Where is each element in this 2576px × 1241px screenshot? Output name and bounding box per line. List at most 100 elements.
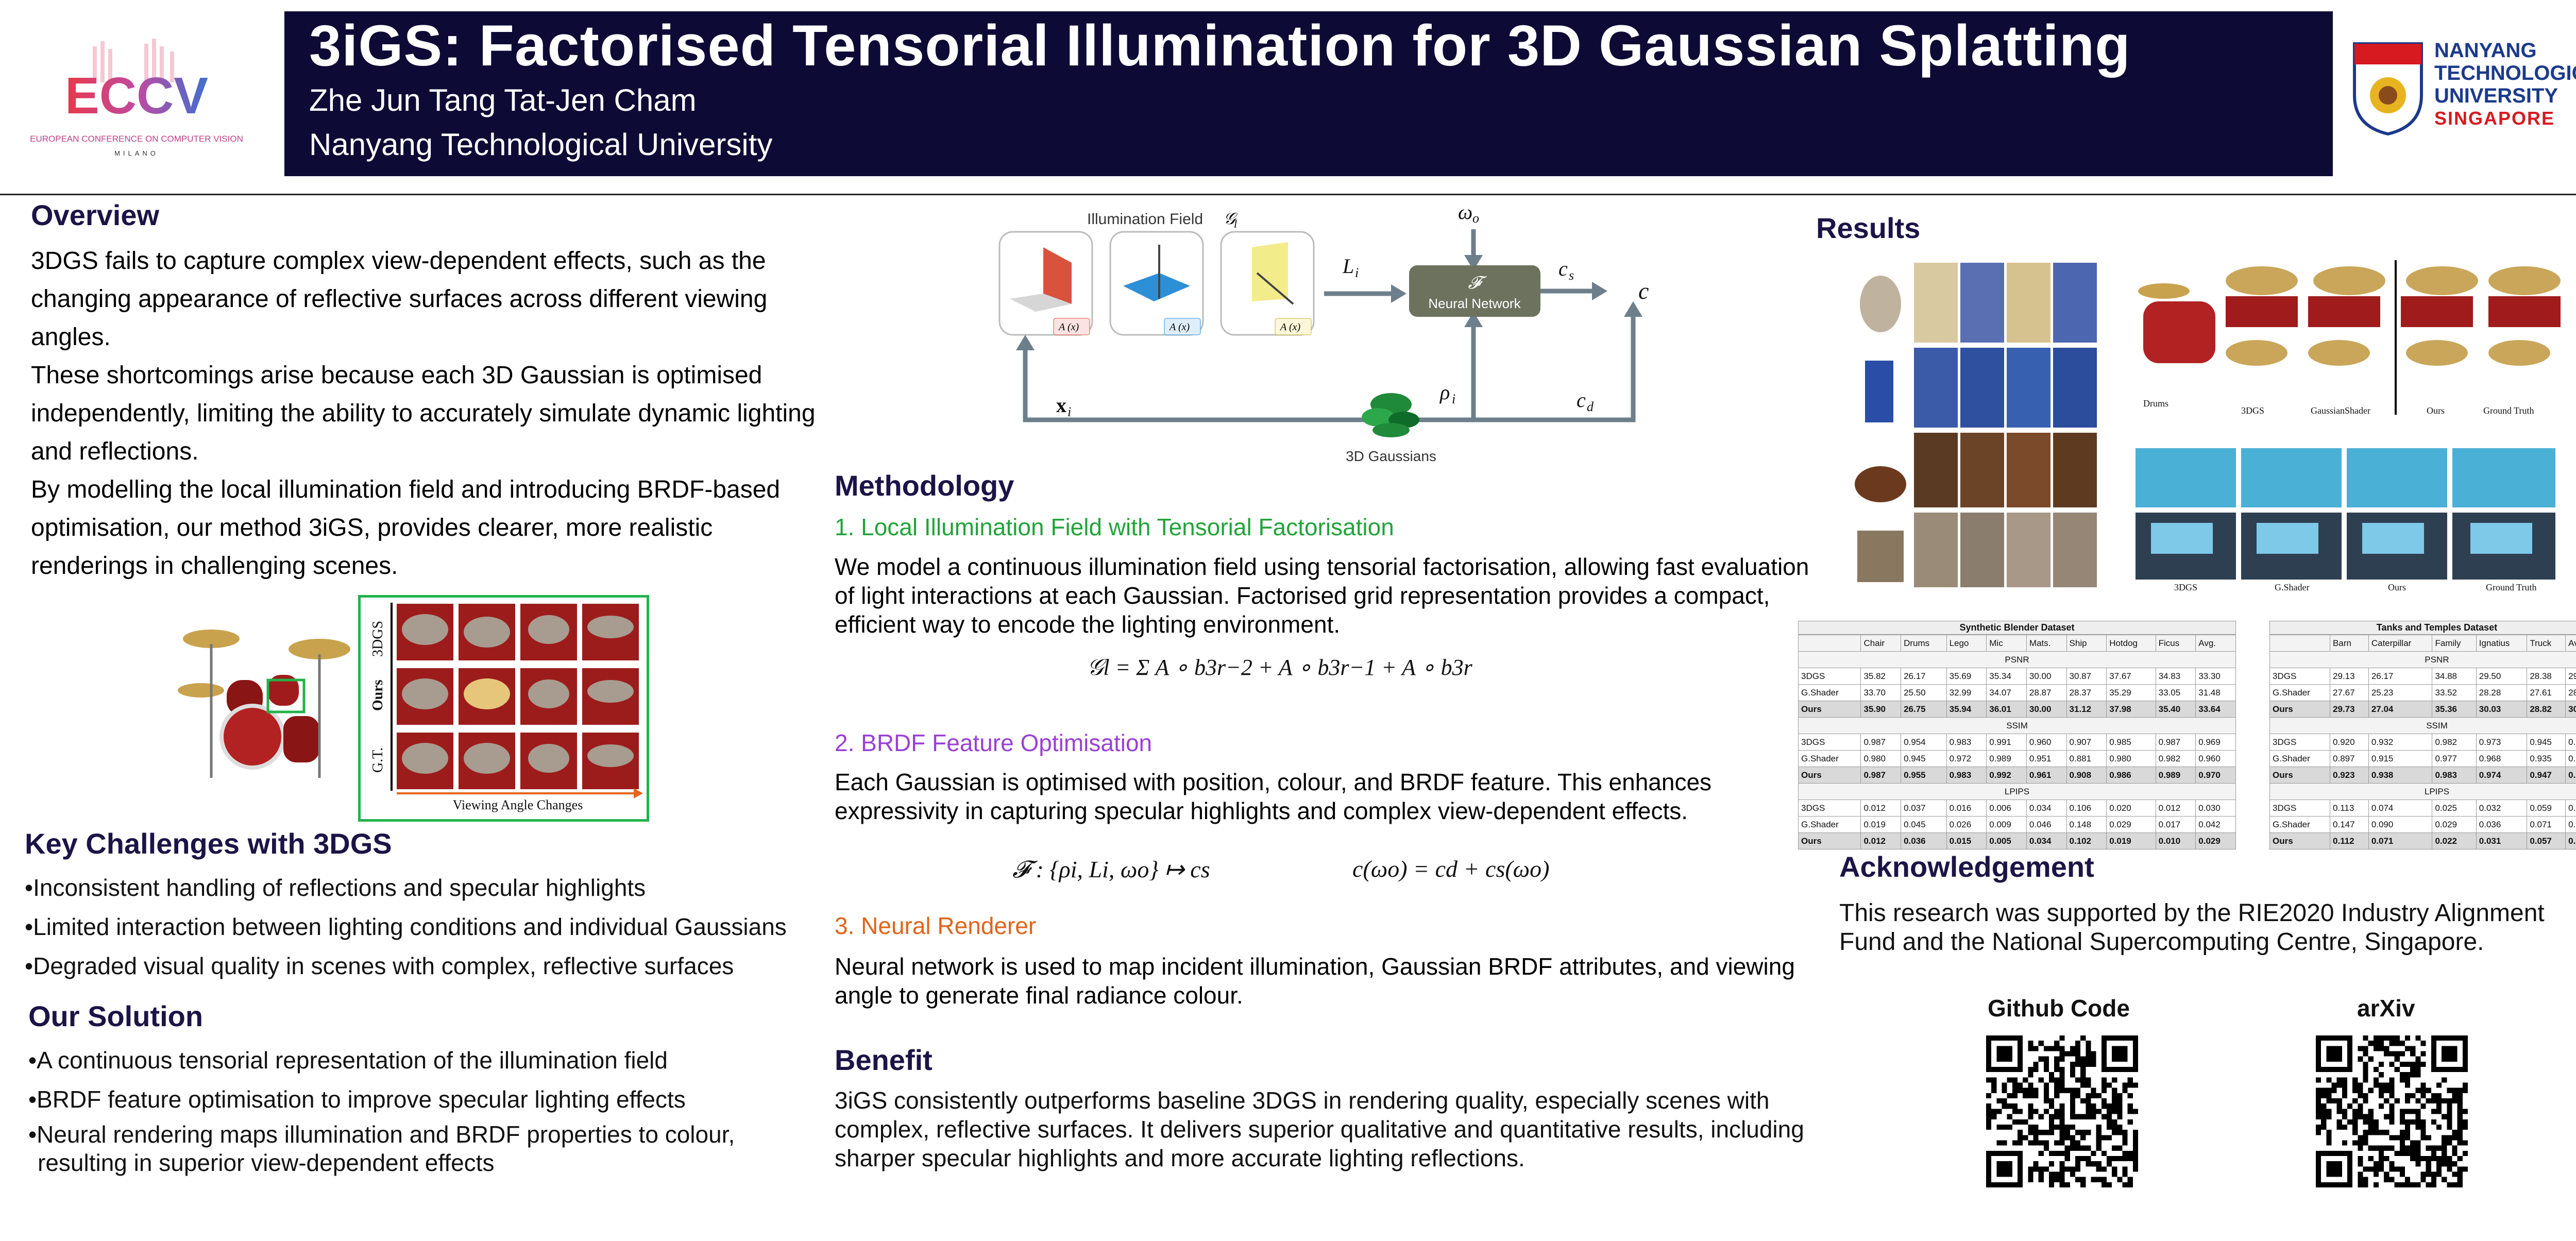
cd-sub: d <box>1587 399 1594 414</box>
challenge-item: •Limited interaction between lighting co… <box>25 913 787 940</box>
table-cell: Ours <box>2269 701 2331 718</box>
cs-sub: s <box>1569 268 1574 283</box>
affiliation: Nanyang Technological University <box>309 127 773 162</box>
overview-paragraph-2: These shortcomings arise because each 3D… <box>31 362 816 465</box>
table-cell: 0.030 <box>2195 800 2236 817</box>
row-label-ours: Ours <box>370 679 386 711</box>
table-cell: 0.989 <box>2155 767 2196 784</box>
table-column-header <box>1798 635 1861 652</box>
xi-sub: i <box>1067 404 1071 419</box>
table-cell: 32.99 <box>1946 684 1987 701</box>
table-cell: 0.972 <box>1946 750 1987 767</box>
table-cell: 0.938 <box>2368 767 2433 784</box>
cd-label: c <box>1577 388 1586 412</box>
table-cell: 0.945 <box>1901 750 1947 767</box>
table-cell: 0.060 <box>2565 800 2576 817</box>
table-cell: 0.071 <box>2527 816 2566 833</box>
row-label-ours-box: Ours <box>361 670 392 721</box>
table-cell: 0.915 <box>2368 750 2433 767</box>
method-sub-3: 3. Neural Renderer <box>835 912 1037 939</box>
table-cell: 35.29 <box>2106 684 2156 701</box>
arxiv-qr-code[interactable] <box>2316 1035 2468 1187</box>
table-cell: 0.057 <box>2527 832 2566 849</box>
method-paragraph-3: Neural network is used to map incident i… <box>835 953 1795 1009</box>
table-section-row: LPIPS <box>2269 783 2576 800</box>
table-cell: 35.90 <box>1860 701 1902 718</box>
table-cell: 0.977 <box>2432 750 2477 767</box>
solution-item-continued: resulting in superior view-dependent eff… <box>38 1149 495 1176</box>
table-cell: 25.23 <box>2368 684 2433 701</box>
table-cell: 0.032 <box>2476 800 2528 817</box>
table-cell: 3DGS <box>1798 734 1861 751</box>
drums-comparison-image <box>2138 260 2561 415</box>
arrow-head-icon <box>634 788 643 798</box>
table-cell: 37.67 <box>2106 668 2156 685</box>
table-cell: 33.64 <box>2195 701 2236 718</box>
table-cell: 34.88 <box>2432 668 2477 685</box>
table-cell: 0.031 <box>2476 832 2528 849</box>
table-cell: 28.37 <box>2066 684 2107 701</box>
drums-col-ours: Ours <box>2427 405 2445 416</box>
table-column-header: Lego <box>1946 635 1987 652</box>
table-cell: 27.61 <box>2527 684 2566 701</box>
challenge-item: •Inconsistent handling of reflections an… <box>25 874 646 901</box>
table-cell: 0.012 <box>1860 800 1902 817</box>
table-cell: 0.029 <box>2195 832 2236 849</box>
eccv-logo-graphic: ECCV <box>65 39 208 125</box>
table-cell: 0.982 <box>2155 750 2196 767</box>
xi-label: x <box>1056 394 1066 417</box>
comparison-thumbnail-grid <box>397 604 639 794</box>
equation-colour: c(ωo) = cd + cs(ωo) <box>1352 856 1550 882</box>
solution-item: •Neural rendering maps illumination and … <box>28 1121 735 1148</box>
table-cell: 0.042 <box>2195 816 2236 833</box>
table-cell: 0.954 <box>1901 734 1947 751</box>
c-output-label: c <box>1638 278 1649 304</box>
table-cell: 35.34 <box>1986 668 2027 685</box>
table-cell: G.Shader <box>1798 816 1861 833</box>
table-cell: 3DGS <box>2269 800 2331 817</box>
table-cell: 0.113 <box>2330 800 2369 817</box>
table-cell: 0.960 <box>2195 750 2236 767</box>
table-column-header: Ignatius <box>2476 635 2528 652</box>
table-cell: 0.020 <box>2106 800 2156 817</box>
table-section-row: PSNR <box>2269 651 2576 668</box>
row-label-gt-box: G.T. <box>361 732 392 783</box>
results-heading: Results <box>1816 212 1921 244</box>
table-column-header: Family <box>2432 635 2477 652</box>
table-cell: 3DGS <box>2269 668 2331 685</box>
figure-axis-vertical <box>391 603 393 791</box>
table-cell: 29.13 <box>2330 668 2369 685</box>
table-cell: 0.970 <box>2195 767 2236 784</box>
table-cell: Ours <box>2269 767 2331 784</box>
table-cell: Ours <box>1798 767 1861 784</box>
method-paragraph-1: We model a continuous illumination field… <box>835 553 1809 638</box>
table-cell: 0.037 <box>1901 800 1947 817</box>
acknowledgement-heading: Acknowledgement <box>1839 851 2094 883</box>
table-cell: 0.045 <box>1901 816 1947 833</box>
table-cell: 33.70 <box>1860 684 1902 701</box>
table-section-row: PSNR <box>1798 651 2236 668</box>
solution-list: •A continuous tensorial representation o… <box>28 1041 735 1176</box>
table-cell: 0.034 <box>2026 800 2067 817</box>
table-cell: 0.005 <box>1986 832 2027 849</box>
challenges-list: •Inconsistent handling of reflections an… <box>25 868 787 985</box>
table-cell: 0.897 <box>2330 750 2369 767</box>
rho-label: ρ <box>1439 381 1450 404</box>
drums-col-gshader: GaussianShader <box>2311 405 2370 416</box>
github-qr-code[interactable] <box>1986 1035 2138 1187</box>
illumination-field-title: Illumination Field <box>1087 211 1203 228</box>
omega-o-label: ω <box>1458 200 1472 224</box>
table-cell: 0.992 <box>1986 767 2027 784</box>
table-cell: 0.058 <box>2565 832 2576 849</box>
method-sub-1: 1. Local Illumination Field with Tensori… <box>835 514 1394 540</box>
benefit-heading: Benefit <box>835 1044 933 1076</box>
overview-heading: Overview <box>31 199 160 231</box>
table-column-header: Avg. <box>2565 635 2576 652</box>
table-cell: 0.983 <box>1946 767 1987 784</box>
eccv-subtitle: EUROPEAN CONFERENCE ON COMPUTER VISION <box>30 134 243 144</box>
